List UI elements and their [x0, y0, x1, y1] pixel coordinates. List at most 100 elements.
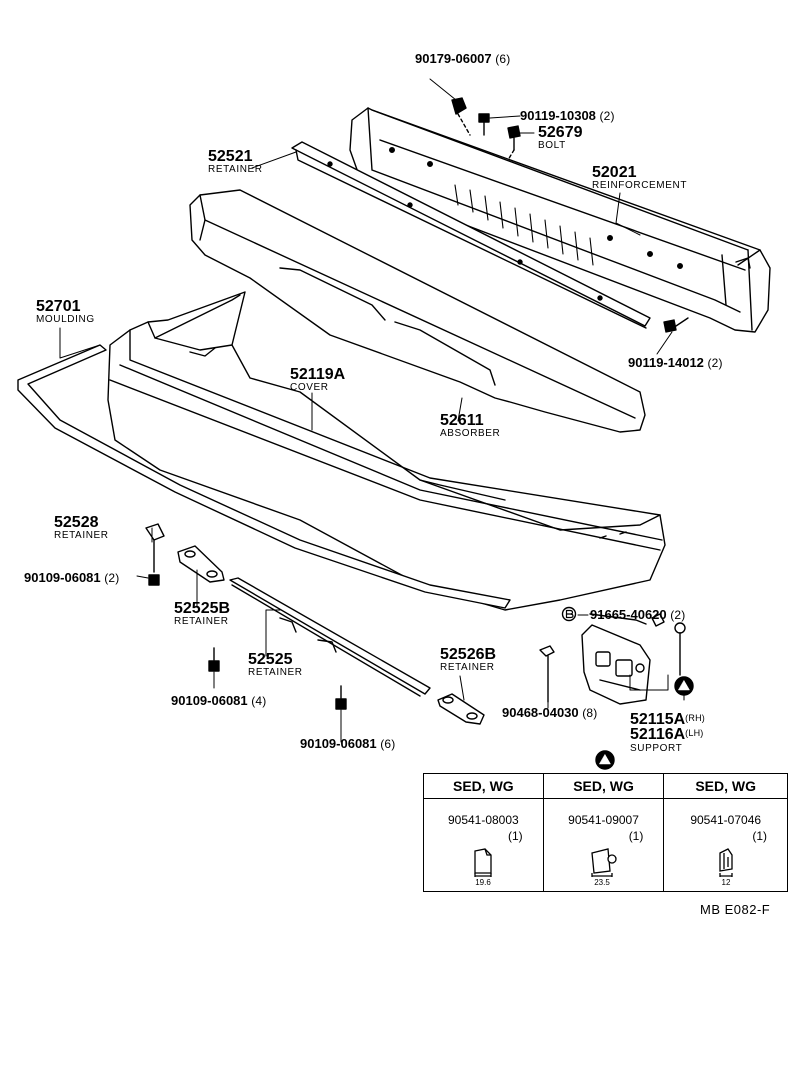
- part-number: 52021: [592, 164, 637, 181]
- bolt-90119-right: [663, 317, 689, 333]
- table-cell: 90541-07046 (1) 12: [663, 798, 788, 892]
- bolt-90119-top: [478, 113, 490, 136]
- part-qty: (1): [508, 829, 523, 843]
- clip-dimension: 23.5: [594, 878, 610, 887]
- part-qty: (1): [628, 829, 644, 843]
- reinforcement-52021: [349, 107, 771, 333]
- part-number: 90541-09007: [568, 813, 639, 827]
- label-91665: 91665-40620 (2): [590, 608, 685, 622]
- retainer-52528: [145, 523, 165, 586]
- label-90109-left: 90109-06081 (2): [24, 571, 119, 585]
- part-name: ABSORBER: [440, 428, 501, 439]
- part-number: 52119A: [290, 366, 346, 383]
- part-qty: (8): [582, 706, 598, 720]
- part-number: 52701: [36, 298, 81, 315]
- label-90468: 90468-04030 (8): [502, 706, 597, 720]
- label-90109-lower: 90109-06081 (6): [300, 737, 395, 751]
- part-qty: (2): [707, 356, 723, 370]
- part-name: RETAINER: [174, 616, 229, 627]
- part-number: 52679: [538, 124, 583, 141]
- part-number: 52525B: [174, 600, 231, 617]
- part-name: RETAINER: [54, 530, 109, 541]
- clip-icon: 19.6: [474, 848, 492, 887]
- retainer-52521: [291, 141, 651, 329]
- clip-90468: [539, 645, 555, 703]
- clip-icon: 12: [719, 848, 733, 887]
- part-number: 90119-10308: [520, 108, 596, 123]
- bolt-52679: [507, 125, 521, 161]
- table-header: SED, WG: [423, 773, 544, 799]
- part-number: 52521: [208, 148, 253, 165]
- table-header: SED, WG: [663, 773, 788, 799]
- part-number: 90109-06081: [300, 736, 377, 751]
- moulding-52701: [17, 344, 511, 609]
- part-number: 90468-04030: [502, 705, 579, 720]
- part-number: 90541-07046: [690, 813, 762, 827]
- retainer-52526b: [437, 693, 485, 725]
- part-name: RETAINER: [248, 667, 303, 678]
- part-side: (LH): [685, 728, 704, 738]
- part-qty: (4): [251, 694, 267, 708]
- cover-52119a: [107, 291, 666, 611]
- clip-dimension: 19.6: [476, 878, 492, 887]
- clip-icon: 23.5: [590, 848, 617, 887]
- part-number: 90541-08003: [447, 813, 519, 827]
- bolt-90109-lower: [335, 685, 347, 710]
- part-number: 90119-14012: [628, 355, 704, 370]
- part-number: 90109-06081: [171, 693, 248, 708]
- label-52115a-52116a: 52115A(RH) 52116A(LH) SUPPORT: [630, 712, 705, 755]
- part-name: MOULDING: [36, 314, 95, 325]
- part-name: SUPPORT: [630, 743, 683, 754]
- part-number: 91665-40620: [590, 607, 667, 622]
- nut-91665: [589, 613, 665, 627]
- absorber-52611: [189, 189, 646, 433]
- part-number: 90179-06007: [415, 51, 492, 66]
- bolt-90109-center: [208, 647, 220, 672]
- parts-variant-table: SED, WG SED, WG SED, WG 90541-08003 (1) …: [423, 773, 788, 892]
- label-90119-top: 90119-10308 (2): [520, 109, 615, 123]
- part-name: RETAINER: [208, 164, 263, 175]
- table-row: 90541-08003 (1) 19.6 90541-09007 (1) 23.…: [423, 798, 788, 892]
- part-number: 52528: [54, 514, 99, 531]
- part-name: RETAINER: [440, 662, 495, 673]
- retainer-52525b: [177, 545, 225, 583]
- label-90109-center: 90109-06081 (4): [171, 694, 266, 708]
- part-number: 52525: [248, 651, 293, 668]
- label-90179: 90179-06007 (6): [415, 52, 510, 66]
- support-52115a: [581, 624, 651, 705]
- table-cell: 90541-08003 (1) 19.6: [423, 798, 544, 892]
- label-90119-right: 90119-14012 (2): [628, 356, 723, 370]
- clip-dimension: 12: [721, 878, 730, 887]
- part-qty: (6): [495, 52, 511, 66]
- part-number: 52526B: [440, 646, 497, 663]
- table-cell: 90541-09007 (1) 23.5: [542, 798, 665, 892]
- table-header-row: SED, WG SED, WG SED, WG: [423, 773, 788, 799]
- part-number: 52115A: [630, 711, 686, 728]
- part-side: (RH): [685, 713, 705, 723]
- nut-90179: [451, 97, 471, 136]
- part-number: 90109-06081: [24, 570, 101, 585]
- part-name: BOLT: [538, 140, 566, 151]
- table-header: SED, WG: [542, 773, 665, 799]
- part-name: REINFORCEMENT: [592, 180, 688, 191]
- part-number: 52611: [440, 412, 484, 429]
- part-qty: (6): [380, 737, 396, 751]
- part-qty: (2): [670, 608, 686, 622]
- part-number: 52116A: [630, 726, 686, 743]
- retainer-52525: [229, 577, 431, 697]
- diagram-code: MB E082-F: [700, 902, 771, 917]
- part-qty: (2): [104, 571, 120, 585]
- part-qty: (2): [599, 109, 615, 123]
- part-qty: (1): [752, 829, 767, 843]
